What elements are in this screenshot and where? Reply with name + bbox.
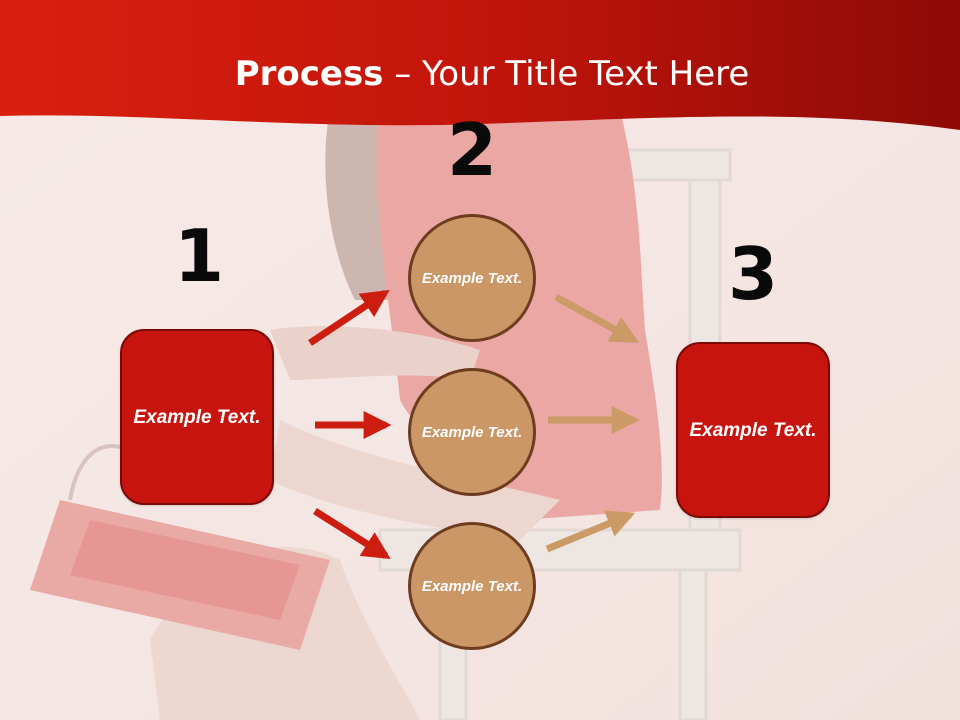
arrow-1-to-top [308, 289, 390, 346]
step-2-circle-middle-text: Example Text. [421, 423, 523, 441]
step-1-text: Example Text. [133, 406, 261, 428]
step-1-box: Example Text. [120, 329, 274, 505]
step-2-circle-bottom-text: Example Text. [421, 577, 523, 595]
title-rest: – Your Title Text Here [383, 54, 750, 94]
step-3-text: Example Text. [689, 419, 817, 441]
arm-shape [270, 326, 480, 380]
title-bold: Process [234, 54, 384, 94]
step-3-box: Example Text. [676, 342, 830, 518]
step-1-number: 1 [173, 214, 225, 298]
arrow-bottom-to-3 [545, 510, 636, 553]
step-2-number: 2 [446, 108, 498, 192]
step-2-circle-middle: Example Text. [408, 368, 536, 496]
legs-shape [270, 420, 560, 540]
title-banner [0, 0, 960, 130]
page-title: Process – Your Title Text Here [0, 52, 960, 96]
step-3-number: 3 [727, 232, 779, 316]
step-2-circle-bottom: Example Text. [408, 522, 536, 650]
arrow-1-to-bottom [313, 508, 391, 559]
arrow-top-to-3 [554, 293, 639, 344]
step-2-circle-top-text: Example Text. [421, 269, 523, 287]
step-2-circle-top: Example Text. [408, 214, 536, 342]
